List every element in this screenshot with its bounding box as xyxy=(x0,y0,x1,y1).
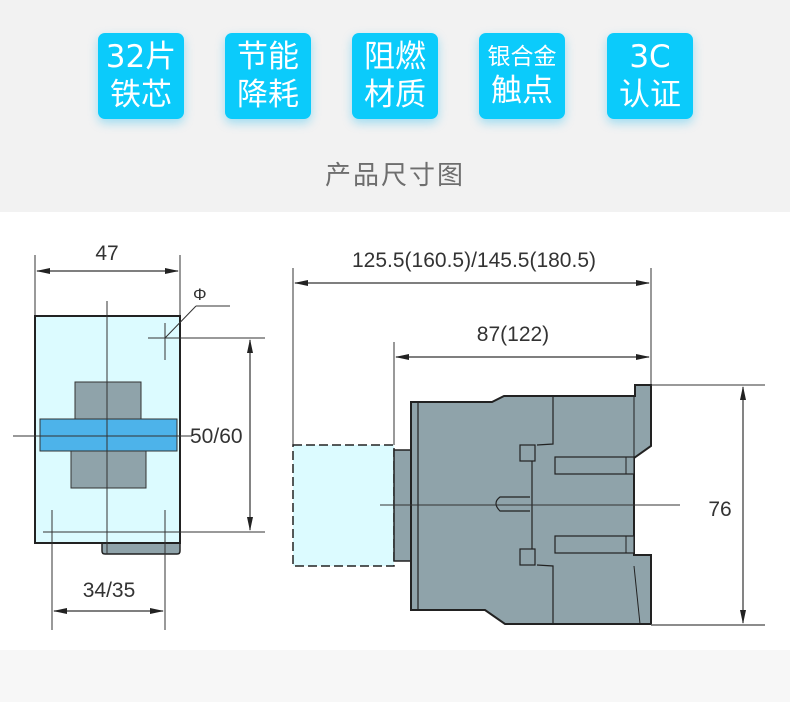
pin-slot xyxy=(495,496,530,512)
terminal-slot-bottom xyxy=(554,535,635,554)
feature-badge-line1: 节能 xyxy=(237,39,299,75)
feature-badge-line1: 银合金 xyxy=(487,44,557,70)
feature-badge-line2: 降耗 xyxy=(237,77,299,113)
front-bottom-label: 34/35 xyxy=(83,579,136,602)
section-title: 产品尺寸图 xyxy=(324,161,465,191)
core-block-upper xyxy=(74,381,142,423)
hole-leader xyxy=(164,305,197,339)
footer-band xyxy=(0,650,790,702)
hole-diameter-symbol: Φ xyxy=(193,285,207,304)
side-view: 125.5(160.5)/145.5(180.5) 87(122) xyxy=(292,249,765,626)
blue-band xyxy=(39,418,178,452)
core-block-lower xyxy=(70,449,147,489)
accessory-outline xyxy=(292,444,395,567)
notch-top xyxy=(519,444,536,462)
partition-top xyxy=(536,396,554,446)
feature-badge-iron-core: 32片 铁芯 xyxy=(98,33,184,119)
overall-length-label: 125.5(160.5)/145.5(180.5) xyxy=(352,249,596,272)
clip-line-bottom xyxy=(633,565,641,625)
feature-badge-line1: 阻燃 xyxy=(364,39,426,75)
terminal-slot-top xyxy=(554,456,635,475)
body-length-label: 87(122) xyxy=(477,323,549,346)
feature-badge-flame-retardant: 阻燃 材质 xyxy=(352,33,438,119)
front-width-label: 47 xyxy=(95,242,118,265)
feature-badge-silver-alloy-contacts: 银合金 触点 xyxy=(479,33,565,119)
feature-badge-line2: 铁芯 xyxy=(110,77,172,113)
feature-badge-line2: 认证 xyxy=(619,77,681,113)
front-view: 47 50/60 Φ 34/35 xyxy=(13,242,265,630)
feature-badge-line2: 触点 xyxy=(491,73,553,109)
notch-bottom xyxy=(519,548,536,566)
feature-badge-line1: 32片 xyxy=(105,39,177,75)
rail-tab xyxy=(101,540,181,555)
feature-badge-energy-saving: 节能 降耗 xyxy=(225,33,311,119)
feature-badge-line2: 材质 xyxy=(364,77,426,113)
feature-badge-line1: 3C xyxy=(629,39,671,75)
partition-bottom xyxy=(536,564,554,624)
side-height-label: 76 xyxy=(708,498,731,521)
feature-badges: 32片 铁芯 节能 降耗 阻燃 材质 银合金 触点 3C 认证 xyxy=(0,0,790,130)
front-height-label: 50/60 xyxy=(190,425,243,448)
feature-badge-3c-certified: 3C 认证 xyxy=(607,33,693,119)
